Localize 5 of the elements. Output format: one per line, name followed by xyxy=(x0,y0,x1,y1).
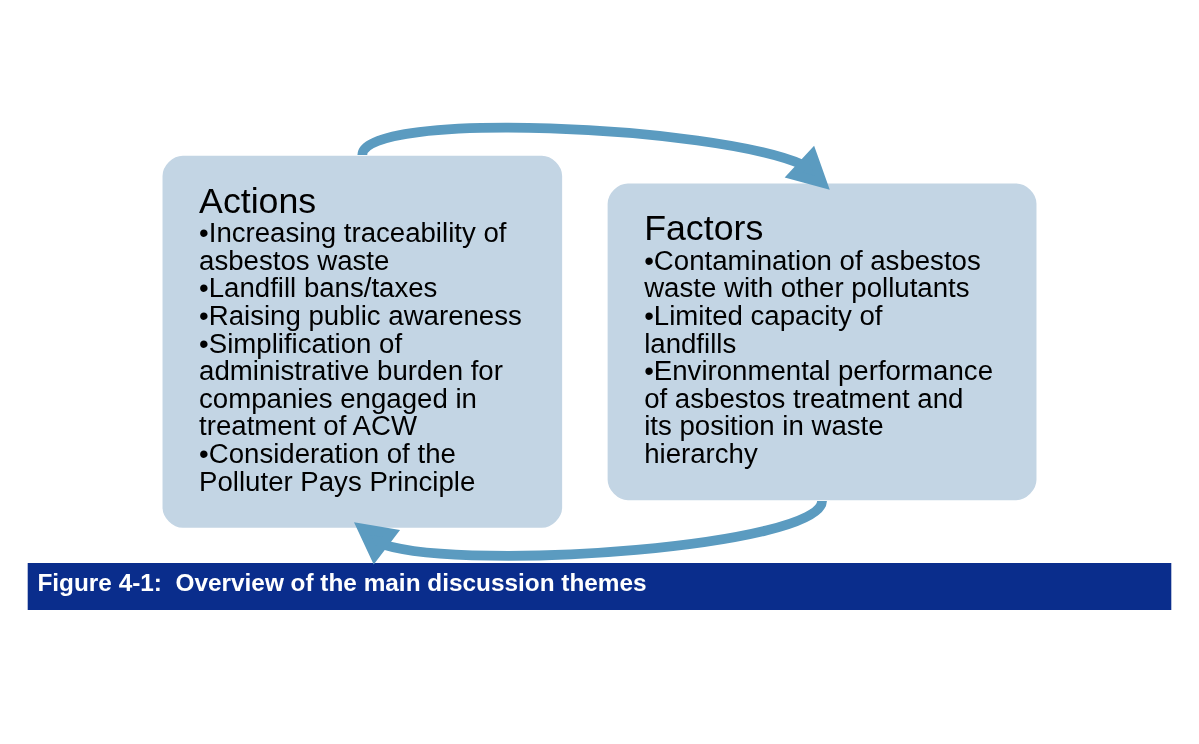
node-box: Factors •Contamination of asbestos waste with other pollutants •Limited capacity of landfills •Environmental performance of asbestos treatment and its position in waste hierarchy xyxy=(607,183,1037,501)
arrow xyxy=(358,122,830,190)
arrow xyxy=(354,498,827,565)
caption: Figure 4-1: Overview of the main discussion themes xyxy=(37,569,647,597)
node-box: Actions •Increasing traceability of asbestos waste •Landfill bans/taxes •Raising public awareness •Simplification of administrative burden for companies engaged in treatment of ACW •Consideration of the Polluter Pays Principle xyxy=(162,155,563,528)
